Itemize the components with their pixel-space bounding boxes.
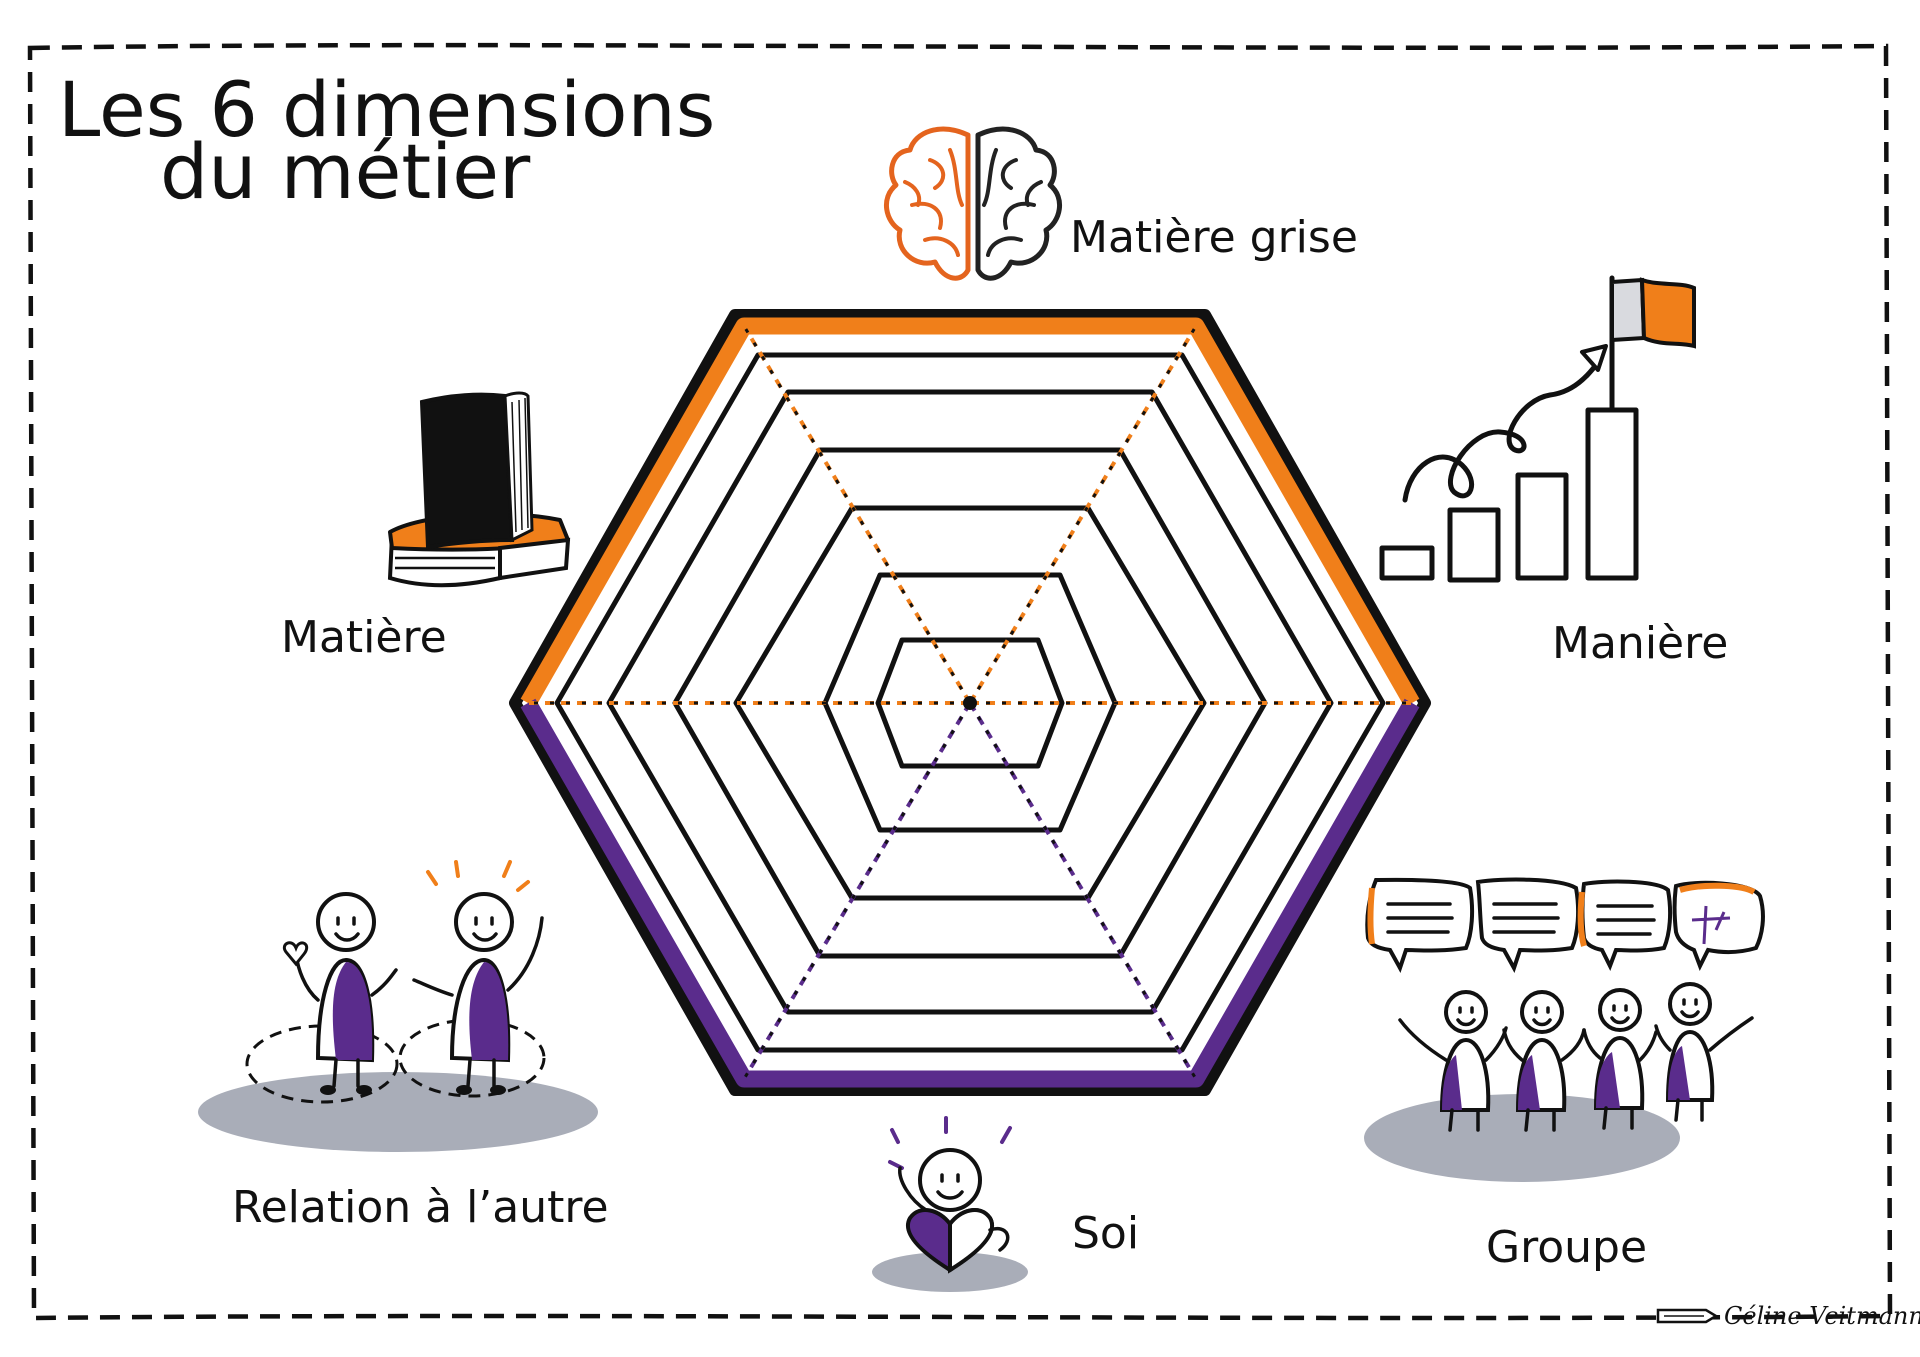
pencil-icon — [1656, 1308, 1719, 1324]
brain-icon — [884, 126, 1062, 281]
hexagon-orange-band — [520, 317, 1420, 708]
hexagon-purple-band — [520, 698, 1420, 1088]
books-icon — [387, 391, 571, 588]
label-matiere-grise: Matière grise — [1070, 212, 1358, 263]
radar-hexagon — [509, 309, 1431, 1096]
group-speech-bubbles-icon — [1364, 877, 1765, 1182]
progress-steps-flag-icon — [1379, 275, 1696, 583]
label-soi: Soi — [1072, 1208, 1139, 1259]
self-heart-person-icon — [872, 1116, 1028, 1292]
spokes-dark-dashes — [528, 325, 1412, 1080]
dashed-frame — [27, 42, 1893, 1321]
label-relation-a-lautre: Relation à l’autre — [232, 1182, 609, 1233]
title-line-1: Les 6 dimensions — [58, 65, 715, 154]
label-groupe: Groupe — [1486, 1222, 1647, 1273]
hexagon-outer-outline — [509, 309, 1431, 1096]
hexagon-ring-1 — [554, 352, 1386, 1053]
hexagon-center-dot — [963, 696, 977, 710]
hexagon-ring-6 — [875, 637, 1065, 769]
label-maniere: Manière — [1552, 618, 1728, 669]
two-people-relation-icon — [198, 860, 598, 1152]
signature: Céline Veitmann — [1724, 1302, 1920, 1330]
title-line-2: du métier — [160, 127, 531, 216]
spokes-purple — [742, 701, 1198, 1081]
label-matiere: Matière — [281, 612, 447, 663]
spokes-orange — [528, 324, 1412, 705]
